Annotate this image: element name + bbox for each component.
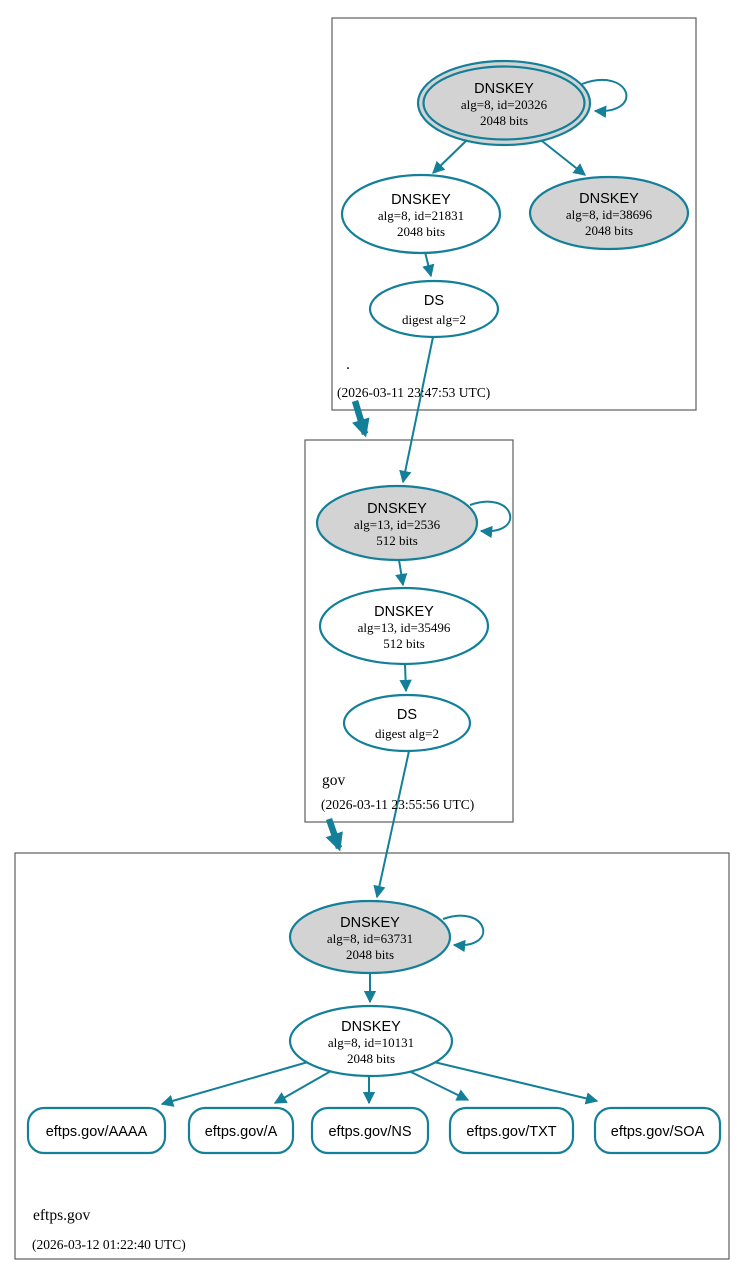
root-ksk-selfsign-arrow (581, 78, 628, 118)
zone-box-root (331, 17, 697, 411)
gov-ds-to-eftps-ksk-arrow (373, 750, 410, 899)
rrset-txt-label: eftps.gov/TXT (466, 1124, 556, 1140)
gov-zsk-alg: alg=13, id=35496 (358, 620, 451, 635)
root-ksk-to-zsk-arrow (432, 140, 467, 174)
root-ds-ellipse (368, 279, 500, 339)
eftps-ksk-selfsign-arrow (442, 914, 485, 953)
eftps-zsk-alg: alg=8, id=10131 (328, 1035, 414, 1050)
root-zsk-node[interactable]: DNSKEY alg=8, id=21831 2048 bits (340, 173, 502, 255)
eftps-zsk-node[interactable]: DNSKEY alg=8, id=10131 2048 bits (288, 1004, 454, 1078)
root-ds-to-gov-ksk-arrow (399, 336, 434, 484)
gov-zsk-to-ds-arrow (399, 663, 412, 693)
root-ds-title: DS (424, 293, 444, 309)
root-ksk-outer-ellipse (416, 59, 592, 147)
root-key38696-alg: alg=8, id=38696 (566, 207, 653, 222)
rrset-ns-box (310, 1106, 430, 1155)
eftps-zsk-to-txt-arrow (408, 1070, 470, 1101)
gov-zsk-node[interactable]: DNSKEY alg=13, id=35496 512 bits (318, 586, 490, 666)
eftps-zsk-ellipse (288, 1004, 454, 1078)
gov-ksk-title: DNSKEY (367, 501, 427, 517)
rrset-a-label: eftps.gov/A (205, 1124, 278, 1140)
root-ksk-title: DNSKEY (474, 81, 534, 97)
root-zsk-alg: alg=8, id=21831 (378, 208, 464, 223)
root-ksk-alg: alg=8, id=20326 (461, 97, 548, 112)
gov-to-eftps-delegation-arrow (325, 817, 343, 852)
rrset-ns-node[interactable]: eftps.gov/NS (310, 1106, 430, 1155)
root-ds-node[interactable]: DS digest alg=2 (368, 279, 500, 339)
root-ksk-inner-ellipse (422, 65, 586, 141)
root-ksk-to-key38696-arrow (541, 140, 586, 176)
gov-zsk-bits: 512 bits (383, 636, 425, 651)
gov-ds-node[interactable]: DS digest alg=2 (342, 693, 472, 753)
eftps-ksk-bits: 2048 bits (346, 947, 394, 962)
rrset-txt-box (448, 1106, 575, 1155)
eftps-ksk-alg: alg=8, id=63731 (327, 931, 413, 946)
eftps-zsk-to-a-arrow (273, 1070, 332, 1104)
gov-ksk-node[interactable]: DNSKEY alg=13, id=2536 512 bits (315, 484, 479, 562)
rrset-soa-label: eftps.gov/SOA (611, 1124, 705, 1140)
root-zone-label: . (346, 356, 350, 373)
rrset-txt-node[interactable]: eftps.gov/TXT (448, 1106, 575, 1155)
rrset-aaaa-label: eftps.gov/AAAA (46, 1124, 148, 1140)
eftps-zone-label: eftps.gov (33, 1207, 91, 1224)
gov-ksk-ellipse (315, 484, 479, 562)
eftps-zsk-bits: 2048 bits (347, 1051, 395, 1066)
root-ksk-node[interactable]: DNSKEY alg=8, id=20326 2048 bits (416, 59, 592, 147)
eftps-zsk-to-soa-arrow (433, 1061, 599, 1105)
gov-ksk-to-zsk-arrow (395, 559, 408, 587)
eftps-ksk-node[interactable]: DNSKEY alg=8, id=63731 2048 bits (288, 899, 452, 975)
root-zsk-title: DNSKEY (391, 192, 451, 208)
root-zsk-ellipse (340, 173, 502, 255)
eftps-zsk-title: DNSKEY (341, 1019, 401, 1035)
root-ds-detail: digest alg=2 (402, 312, 466, 327)
root-zsk-to-ds-arrow (422, 251, 435, 278)
root-ksk-bits: 2048 bits (480, 113, 528, 128)
rrset-soa-box (593, 1106, 722, 1155)
zone-box-eftps (14, 852, 730, 1260)
gov-zone-label: gov (322, 772, 346, 789)
eftps-ksk-ellipse (288, 899, 452, 975)
root-to-gov-delegation-arrow (351, 400, 370, 438)
gov-zsk-ellipse (318, 586, 490, 666)
gov-zone-timestamp: (2026-03-11 23:55:56 UTC) (321, 797, 474, 812)
gov-ds-ellipse (342, 693, 472, 753)
gov-ds-detail: digest alg=2 (375, 726, 439, 741)
eftps-zone-timestamp: (2026-03-12 01:22:40 UTC) (32, 1237, 186, 1252)
rrset-aaaa-node[interactable]: eftps.gov/AAAA (26, 1106, 167, 1155)
eftps-zsk-to-aaaa-arrow (160, 1061, 309, 1107)
rrset-ns-label: eftps.gov/NS (328, 1124, 411, 1140)
rrset-a-box (187, 1106, 295, 1155)
gov-ksk-selfsign-arrow (469, 500, 512, 539)
gov-ds-title: DS (397, 707, 417, 723)
root-key38696-bits: 2048 bits (585, 223, 633, 238)
rrset-aaaa-box (26, 1106, 167, 1155)
rrset-a-node[interactable]: eftps.gov/A (187, 1106, 295, 1155)
root-zone-timestamp: (2026-03-11 23:47:53 UTC) (337, 385, 490, 400)
zone-box-gov (304, 439, 514, 823)
eftps-ksk-title: DNSKEY (340, 915, 400, 931)
root-zsk-bits: 2048 bits (397, 224, 445, 239)
root-key38696-title: DNSKEY (579, 191, 639, 207)
rrset-soa-node[interactable]: eftps.gov/SOA (593, 1106, 722, 1155)
gov-ksk-bits: 512 bits (376, 533, 418, 548)
gov-zsk-title: DNSKEY (374, 604, 434, 620)
root-key38696-node[interactable]: DNSKEY alg=8, id=38696 2048 bits (528, 175, 690, 251)
gov-ksk-alg: alg=13, id=2536 (354, 517, 441, 532)
root-key38696-ellipse (528, 175, 690, 251)
